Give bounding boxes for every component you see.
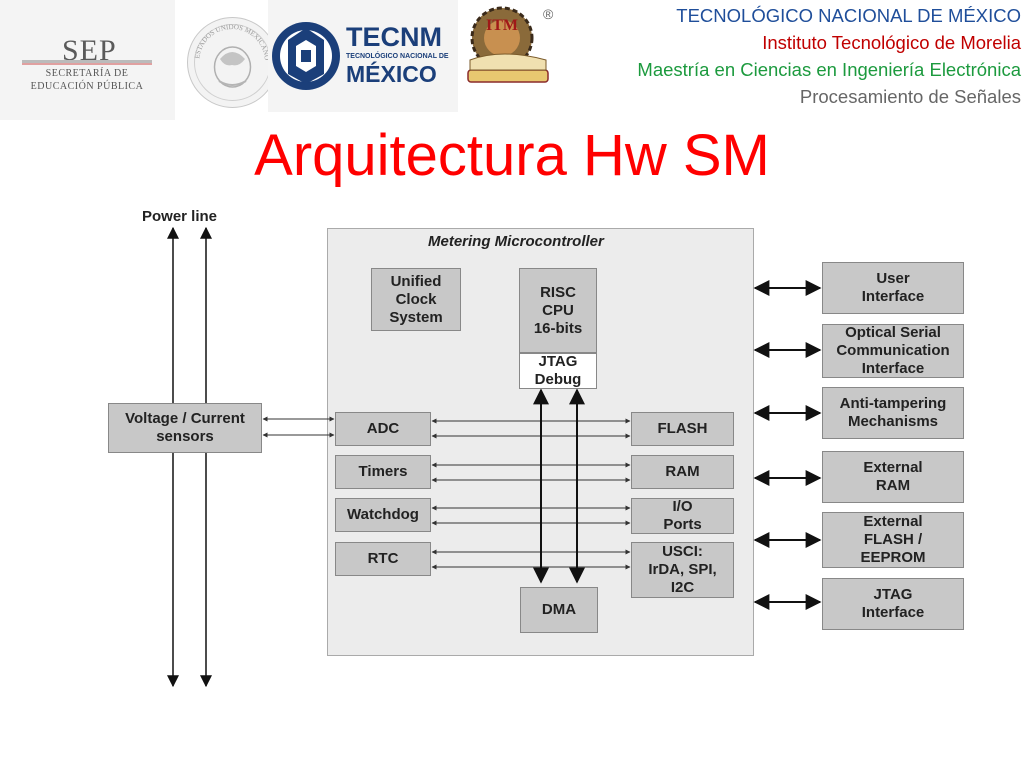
usci-block: USCI: IrDA, SPI, I2C [631, 542, 734, 598]
jtag-interface-block: JTAG Interface [822, 578, 964, 630]
ram-block: RAM [631, 455, 734, 489]
itm-letters: ITM [486, 17, 518, 34]
user-interface-block: User Interface [822, 262, 964, 314]
voltage-current-sensors-block: Voltage / Current sensors [108, 403, 262, 453]
microcontroller-title: Metering Microcontroller [428, 233, 604, 250]
io-ports-block: I/O Ports [631, 498, 734, 534]
internal-bus-arrows [431, 418, 631, 570]
anti-tampering-block: Anti-tampering Mechanisms [822, 387, 964, 439]
adc-block: ADC [335, 412, 431, 446]
rtc-block: RTC [335, 542, 431, 576]
sensor-adc-arrows [262, 416, 335, 438]
header: SEP SECRETARÍA DE EDUCACIÓN PÚBLICA ESTA… [0, 0, 1024, 120]
watchdog-block: Watchdog [335, 498, 431, 532]
jtag-debug-block: JTAG Debug [519, 353, 597, 389]
tecnm-word: TECNM [346, 22, 442, 52]
sep-logo-subtitle-1: SECRETARÍA DE [45, 68, 129, 79]
risc-cpu-block: RISC CPU 16-bits [519, 268, 597, 353]
header-line-course: Procesamiento de Señales [799, 86, 1021, 107]
architecture-diagram: Power line Metering Microcontroller Volt… [0, 190, 1024, 768]
dma-block: DMA [520, 587, 598, 633]
cpu-dma-bus-arrows [533, 388, 585, 584]
timers-block: Timers [335, 455, 431, 489]
sep-logo-divider-accent [22, 63, 152, 65]
slide-title: Arquitectura Hw SM [0, 122, 1024, 189]
header-line-program: Maestría en Ciencias en Ingeniería Elect… [637, 59, 1021, 80]
sep-logo: SEP SECRETARÍA DE EDUCACIÓN PÚBLICA [0, 0, 175, 120]
tecnm-emblem-icon: TECNM TECNOLÓGICO NACIONAL DE MÉXICO [272, 22, 449, 90]
connector-arrows [167, 226, 822, 688]
unified-clock-system-block: Unified Clock System [371, 268, 461, 331]
sep-logo-divider [22, 60, 152, 63]
external-flash-eeprom-block: External FLASH / EEPROM [822, 512, 964, 568]
flash-block: FLASH [631, 412, 734, 446]
header-line-institution: TECNOLÓGICO NACIONAL DE MÉXICO [676, 5, 1021, 26]
mexican-seal-icon: ESTADOS UNIDOS MEXICANOS [185, 15, 278, 108]
external-ram-block: External RAM [822, 451, 964, 503]
tecnm-mexico: MÉXICO [346, 60, 437, 87]
registered-mark: ® [543, 6, 554, 22]
power-line-arrows [167, 226, 212, 688]
slide-title-text: Arquitectura Hw SM [254, 123, 770, 188]
tecnm-subtitle: TECNOLÓGICO NACIONAL DE [346, 51, 449, 60]
sep-logo-subtitle-2: EDUCACIÓN PÚBLICA [30, 81, 144, 92]
tecnm-logo: TECNM TECNOLÓGICO NACIONAL DE MÉXICO [268, 0, 458, 112]
power-line-label: Power line [142, 208, 218, 225]
optical-serial-interface-block: Optical Serial Communication Interface [822, 324, 964, 378]
itm-emblem-icon: ITM [467, 6, 549, 83]
header-line-campus: Instituto Tecnológico de Morelia [762, 32, 1021, 53]
external-interface-arrows [753, 280, 822, 610]
